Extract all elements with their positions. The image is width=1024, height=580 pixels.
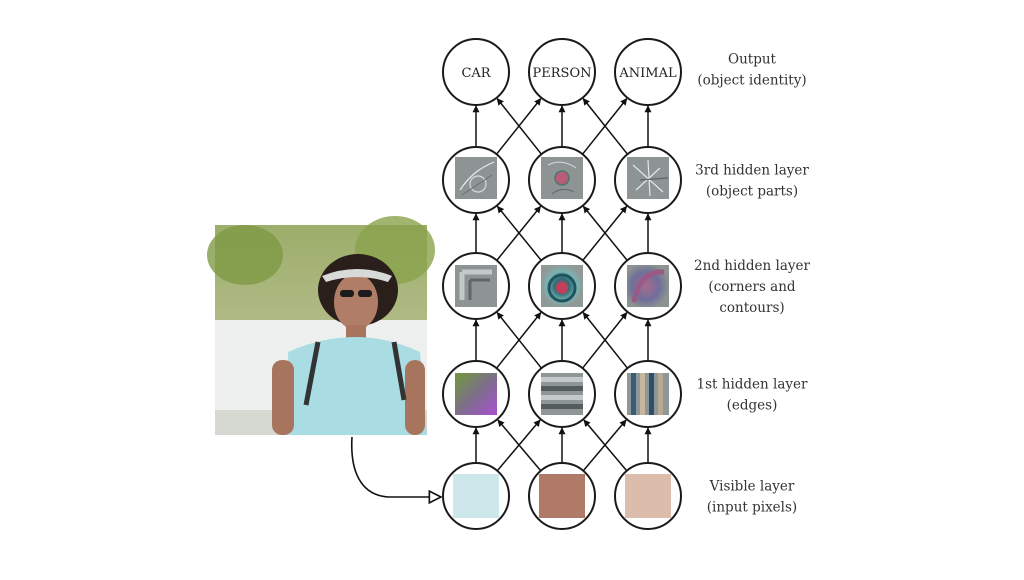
connection-arrow (582, 205, 628, 261)
layer-label-line: 3rd hidden layer (695, 163, 809, 179)
connection-arrow (496, 312, 543, 369)
person-photo-icon (207, 216, 435, 435)
connection-arrow (582, 312, 629, 369)
layer-label-line: 1st hidden layer (697, 377, 808, 393)
output-node (442, 38, 510, 106)
connection-arrow (496, 205, 542, 261)
layer-label-line: (input pixels) (707, 500, 797, 516)
layer-label-line: (corners and (708, 279, 796, 295)
output-node (528, 38, 596, 106)
layer-label-line: Visible layer (709, 479, 795, 495)
layer-labels: Output (object identity) 3rd hidden layer (… (694, 52, 810, 516)
layer-label-line: (object identity) (697, 73, 806, 89)
output-node (614, 38, 682, 106)
input-pixel-swatch (453, 474, 499, 518)
animal-part-feature-icon (627, 157, 669, 199)
car-part-feature-icon (455, 157, 497, 199)
corner-feature-icon (455, 265, 497, 307)
photo-to-input-arrow (350, 436, 441, 497)
output-node-label: PERSON (533, 66, 592, 81)
curve-feature-icon (627, 265, 669, 307)
diagonal-edge-feature-icon (455, 373, 497, 415)
connection-arrow (497, 419, 542, 472)
contour-feature-icon (541, 265, 583, 307)
input-pixels (453, 474, 671, 518)
face-part-feature-icon (541, 157, 583, 199)
vertical-edge-feature-icon (627, 373, 669, 415)
layer-label-line: (object parts) (706, 184, 798, 200)
input-pixel-swatch (625, 474, 671, 518)
connection-arrow (583, 419, 628, 472)
layer-label-line: Output (728, 52, 777, 68)
output-node-label: CAR (461, 66, 491, 81)
connection-arrow (496, 98, 543, 155)
output-node-label: ANIMAL (618, 66, 677, 81)
horizontal-edge-feature-icon (541, 373, 583, 415)
layer-label-line: 2nd hidden layer (694, 258, 810, 274)
layer-label-line: (edges) (727, 398, 778, 414)
input-pixel-swatch (539, 474, 585, 518)
connection-edges (472, 98, 652, 472)
layer-label-line: contours) (719, 300, 784, 316)
feature-visualizations (455, 157, 669, 415)
connection-arrow (582, 98, 629, 155)
